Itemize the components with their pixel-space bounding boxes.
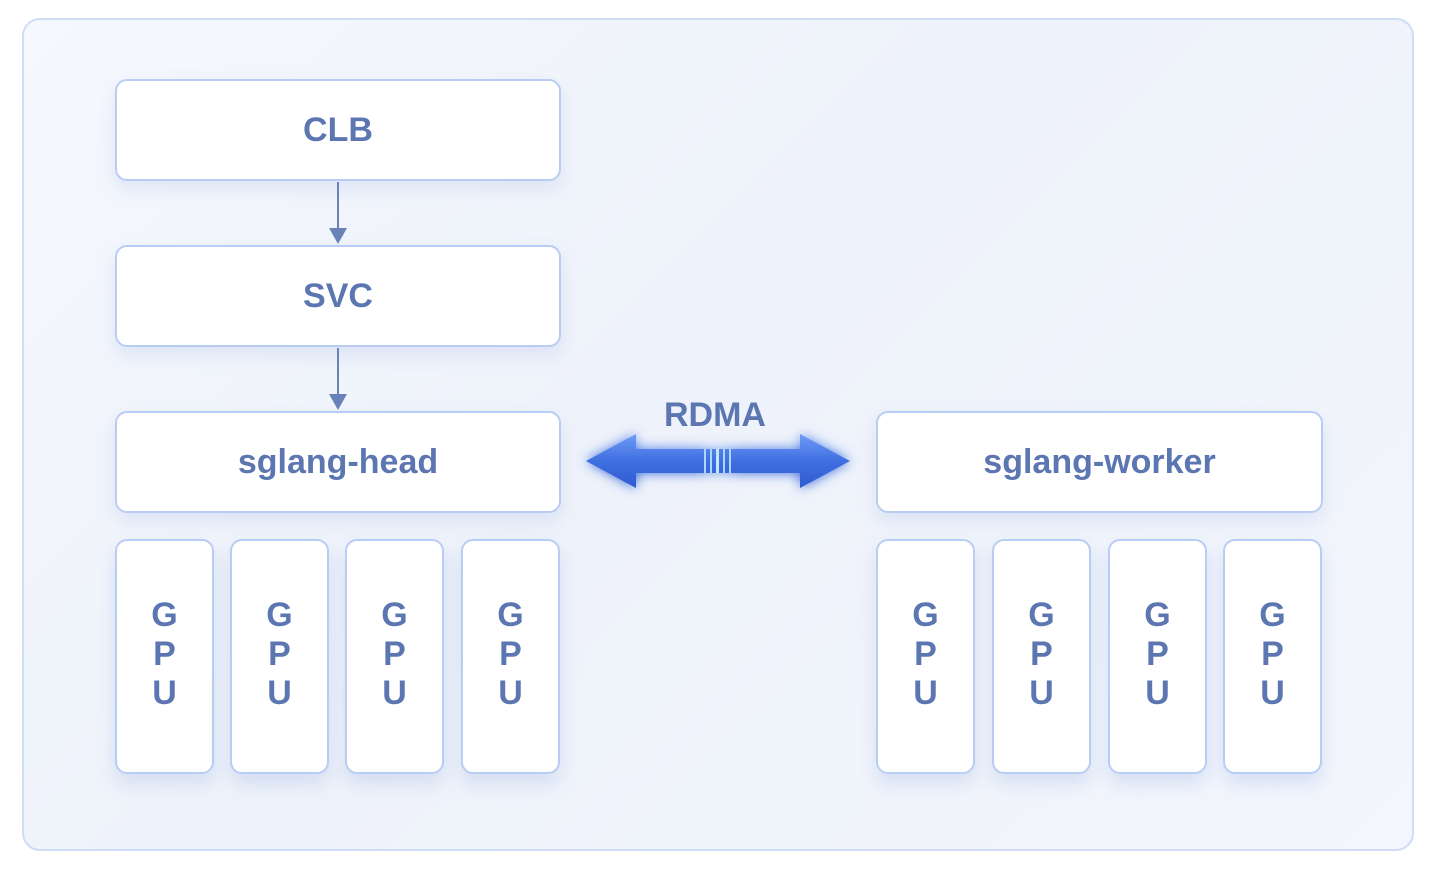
gpu-label: GPU xyxy=(1144,596,1171,712)
gpu-label: GPU xyxy=(497,596,524,712)
sglang-head-node: sglang-head xyxy=(115,411,561,513)
gpu-label: GPU xyxy=(912,596,939,712)
sglang-worker-label: sglang-worker xyxy=(983,442,1216,481)
head-gpu-1: GPU xyxy=(115,539,214,774)
head-gpu-3: GPU xyxy=(345,539,444,774)
gpu-label: GPU xyxy=(151,596,178,712)
worker-gpu-1: GPU xyxy=(876,539,975,774)
svc-node: SVC xyxy=(115,245,561,347)
clb-node: CLB xyxy=(115,79,561,181)
worker-gpu-3: GPU xyxy=(1108,539,1207,774)
sglang-worker-node: sglang-worker xyxy=(876,411,1323,513)
worker-gpu-2: GPU xyxy=(992,539,1091,774)
sglang-head-label: sglang-head xyxy=(237,442,439,481)
gpu-label: GPU xyxy=(266,596,293,712)
gpu-label: GPU xyxy=(1259,596,1286,712)
rdma-label: RDMA xyxy=(664,396,766,434)
gpu-label: GPU xyxy=(1028,596,1055,712)
head-gpu-2: GPU xyxy=(230,539,329,774)
clb-label: CLB xyxy=(303,110,373,149)
svc-label: SVC xyxy=(303,276,373,315)
worker-gpu-4: GPU xyxy=(1223,539,1322,774)
head-gpu-4: GPU xyxy=(461,539,560,774)
gpu-label: GPU xyxy=(381,596,408,712)
